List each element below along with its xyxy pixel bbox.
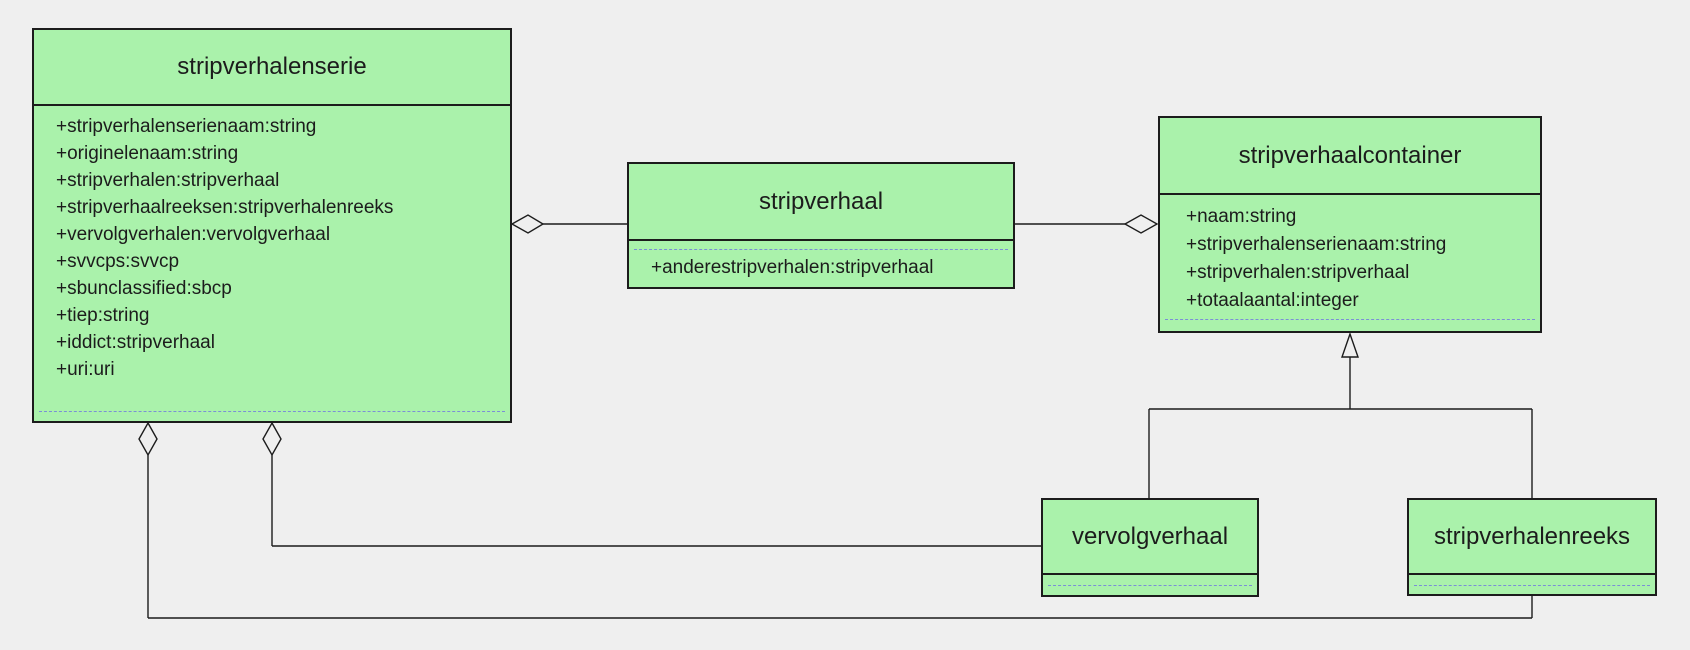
class-title: stripverhalenreeks	[1409, 500, 1655, 575]
operations-separator	[634, 249, 1008, 250]
class-title: vervolgverhaal	[1043, 500, 1257, 575]
attribute: +vervolgverhalen:vervolgverhaal	[56, 224, 331, 245]
attribute: +stripverhalen:stripverhaal	[1186, 262, 1410, 283]
attribute: +tiep:string	[56, 305, 150, 326]
generalization-connector-container-subclasses[interactable]	[1148, 331, 1533, 498]
class-attributes-compartment	[1043, 575, 1257, 595]
attribute: +originelenaam:string	[56, 143, 239, 164]
class-stripverhaal[interactable]: stripverhaal +anderestripverhalen:stripv…	[627, 162, 1015, 289]
aggregation-diamond-icon	[1123, 214, 1159, 234]
aggregation-diamond-icon	[262, 421, 282, 457]
class-attributes-compartment: +anderestripverhalen:stripverhaal	[629, 241, 1013, 287]
class-vervolgverhaal[interactable]: vervolgverhaal	[1041, 498, 1259, 597]
class-attributes-compartment: +stripverhalenserienaam:string +originel…	[34, 106, 510, 421]
class-attributes-compartment: +naam:string +stripverhalenserienaam:str…	[1160, 195, 1540, 331]
aggregation-diamond-icon	[138, 421, 158, 457]
aggregation-connector-serie-vervolgverhaal[interactable]	[262, 421, 1041, 547]
aggregation-connector-container-stripverhaal[interactable]	[1015, 214, 1159, 234]
attribute: +stripverhalen:stripverhaal	[56, 170, 280, 191]
attribute: +stripverhalenserienaam:string	[1186, 234, 1447, 255]
operations-separator	[1165, 319, 1535, 320]
class-title: stripverhaalcontainer	[1160, 118, 1540, 195]
generalization-triangle-icon	[1341, 331, 1359, 358]
operations-separator	[39, 411, 505, 412]
aggregation-connector-serie-stripverhalenreeks[interactable]	[138, 421, 1533, 619]
attribute: +iddict:stripverhaal	[56, 332, 215, 353]
attribute: +stripverhaalreeksen:stripverhalenreeks	[56, 197, 394, 218]
attribute: +totaalaantal:integer	[1186, 290, 1359, 311]
operations-separator	[1048, 585, 1252, 586]
attribute: +svvcps:svvcp	[56, 251, 180, 272]
class-stripverhalenreeks[interactable]: stripverhalenreeks	[1407, 498, 1657, 596]
operations-separator	[1414, 584, 1650, 586]
class-stripverhalenserie[interactable]: stripverhalenserie +stripverhalenseriena…	[32, 28, 512, 423]
attribute: +uri:uri	[56, 359, 115, 380]
attribute: +stripverhalenserienaam:string	[56, 116, 317, 137]
class-stripverhaalcontainer[interactable]: stripverhaalcontainer +naam:string +stri…	[1158, 116, 1542, 333]
attribute: +naam:string	[1186, 206, 1297, 227]
attribute: +sbunclassified:sbcp	[56, 278, 232, 299]
class-attributes-compartment	[1409, 575, 1655, 594]
class-title: stripverhalenserie	[34, 30, 510, 106]
class-title: stripverhaal	[629, 164, 1013, 241]
aggregation-connector-serie-stripverhaal[interactable]	[510, 214, 627, 234]
aggregation-diamond-icon	[510, 214, 545, 234]
attribute: +anderestripverhalen:stripverhaal	[651, 257, 934, 278]
